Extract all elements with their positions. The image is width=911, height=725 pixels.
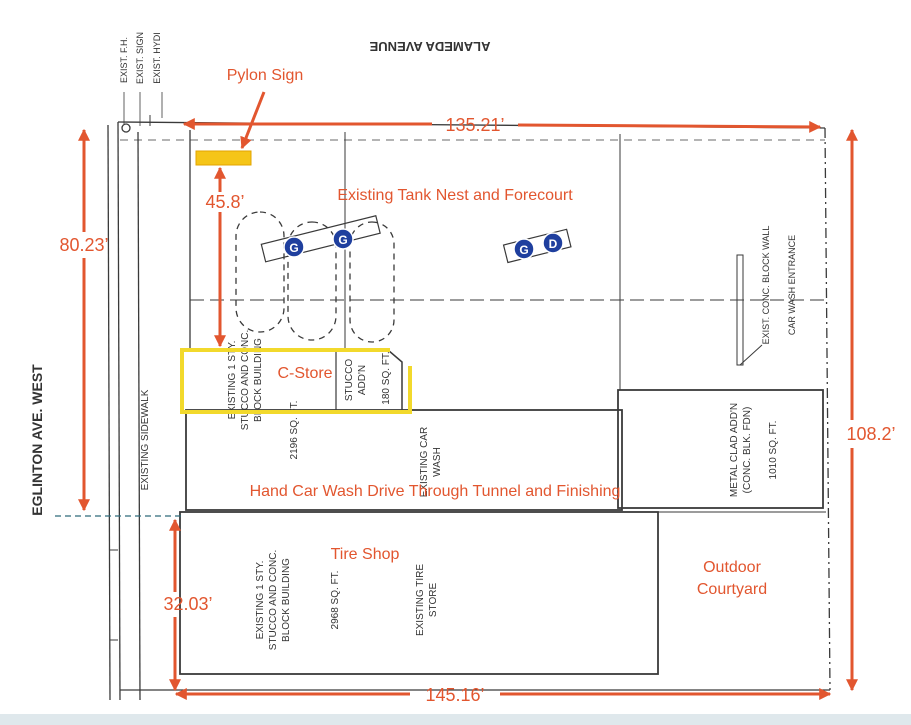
svg-text:G: G	[338, 233, 347, 247]
tank-nest-label: Existing Tank Nest and Forecourt	[337, 187, 573, 204]
svg-text:(CONC. BLK. FDN): (CONC. BLK. FDN)	[742, 407, 753, 494]
property-line-left	[117, 121, 121, 701]
tire-plan-labels: EXISTING 1 STY. STUCCO AND CONC. BLOCK B…	[255, 550, 439, 651]
svg-text:CAR WASH ENTRANCE: CAR WASH ENTRANCE	[787, 235, 797, 335]
sidewalk-line-outer	[107, 124, 111, 701]
existing-sidewalk-label: EXISTING SIDEWALK	[140, 389, 151, 490]
svg-text:STUCCO AND CONC.: STUCCO AND CONC.	[268, 550, 279, 651]
property-line-right	[824, 127, 831, 691]
plan-linework	[107, 92, 831, 701]
top-dimension: 135.21’	[445, 115, 504, 135]
tire-shop-label: Tire Shop	[331, 546, 400, 563]
svg-text:BLOCK BUILDING: BLOCK BUILDING	[281, 558, 292, 642]
diesel-pump-marker	[542, 232, 564, 254]
svg-text:EXISTING 1 STY.: EXISTING 1 STY.	[227, 341, 238, 420]
svg-text:WASH: WASH	[432, 447, 443, 477]
metal-clad-addition	[617, 389, 824, 509]
cstore-area-label: 2196 SQ. FT.	[289, 401, 300, 460]
corner-label-fh: EXIST. F.H.	[119, 37, 129, 83]
block-wall	[736, 254, 744, 366]
svg-text:EXISTING TIRE: EXISTING TIRE	[415, 564, 426, 636]
gas-pump-marker-1	[283, 236, 305, 258]
cstore-label: C-Store	[277, 365, 332, 382]
pump-island-box-1	[260, 215, 381, 263]
svg-text:EXISTING 1 STY.: EXISTING 1 STY.	[255, 561, 266, 640]
svg-text:ADD'N: ADD'N	[357, 365, 368, 395]
svg-text:G: G	[289, 241, 298, 255]
right-height-dimension: 108.2’	[846, 424, 895, 444]
street-label-alameda: ALAMEDA AVENUE	[369, 39, 490, 54]
pylon-sign-label: Pylon Sign	[227, 67, 304, 84]
pump-island-oval-1	[235, 211, 285, 333]
courtyard-label-line2: Courtyard	[697, 581, 767, 598]
sign-setback-dimension: 45.8’	[205, 192, 244, 212]
svg-text:BLOCK BUILDING: BLOCK BUILDING	[253, 338, 264, 422]
pump-island-box-2	[502, 228, 572, 264]
left-height-dimension: 80.23’	[59, 235, 108, 255]
cstore-plan-labels: EXISTING 1 STY. STUCCO AND CONC. BLOCK B…	[227, 330, 392, 460]
tire-area-label: 2968 SQ. FT.	[330, 571, 341, 630]
corner-label-sign: EXIST. SIGN	[135, 32, 145, 84]
street-label-eglinton: EGLINTON AVE. WEST	[29, 364, 45, 516]
svg-text:STORE: STORE	[428, 583, 439, 618]
pump-island-oval-2	[287, 221, 337, 341]
car-wash-label: Hand Car Wash Drive Through Tunnel and F…	[250, 483, 621, 500]
svg-text:G: G	[519, 243, 528, 257]
gas-pump-marker-2	[332, 228, 354, 250]
svg-text:EXISTING CAR: EXISTING CAR	[419, 427, 430, 498]
sidewalk-line-inner	[137, 131, 141, 701]
bottom-dimension: 145.16’	[425, 685, 484, 705]
cstore-highlight	[180, 348, 412, 414]
top-dim-arrow-right	[517, 120, 822, 133]
svg-text:STUCCO AND CONC.: STUCCO AND CONC.	[240, 330, 251, 431]
bottom-strip	[0, 714, 911, 725]
hydrant-symbol	[121, 123, 131, 133]
courtyard-label-line1: Outdoor	[703, 559, 761, 576]
corner-label-hydro: EXIST. HYDI	[152, 32, 162, 84]
block-wall-labels: EXIST. CONC. BLOCK WALL CAR WASH ENTRANC…	[761, 226, 797, 345]
pump-markers: G G G D	[283, 228, 564, 260]
svg-text:1010 SQ. FT.: 1010 SQ. FT.	[768, 421, 779, 480]
lower-left-dimension: 32.03’	[163, 594, 212, 614]
svg-text:STUCCO: STUCCO	[344, 359, 355, 401]
svg-text:EXIST. CONC. BLOCK WALL: EXIST. CONC. BLOCK WALL	[761, 226, 771, 345]
pylon-pointer-arrow	[240, 91, 266, 150]
pump-island-oval-3	[349, 221, 395, 343]
pylon-sign-marker	[195, 150, 252, 166]
svg-text:METAL CLAD ADD'N: METAL CLAD ADD'N	[729, 403, 740, 497]
dimension-arrows	[78, 91, 858, 700]
svg-text:D: D	[549, 237, 558, 251]
tire-shop-building	[179, 511, 659, 675]
addn-area-label: 180 SQ. FT.	[381, 351, 392, 404]
metal-clad-labels: METAL CLAD ADD'N (CONC. BLK. FDN) 1010 S…	[729, 403, 779, 497]
gas-pump-marker-3	[513, 238, 535, 260]
